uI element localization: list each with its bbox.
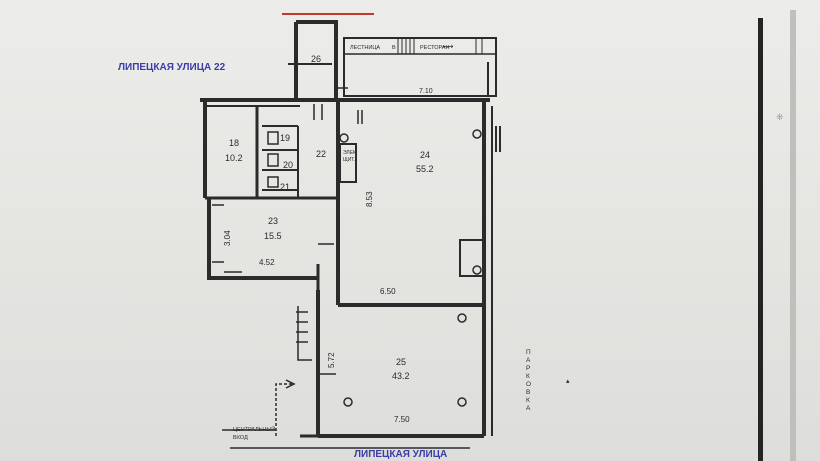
room-23-number: 23 (268, 216, 278, 226)
scrollbar-track[interactable] (790, 10, 796, 461)
dim-room25-height: 5.72 (327, 352, 336, 368)
dim-room23-height: 3.04 (223, 230, 232, 246)
entrance-label-1: ЦЕНТРАЛЬНЫЙ (233, 425, 275, 433)
dim-room25-width: 7.50 (394, 415, 410, 424)
stairs-to-label: В (392, 45, 396, 51)
room-23-area: 15.5 (264, 231, 282, 241)
street-top-label: ЛИПЕЦКАЯ УЛИЦА 22 (118, 62, 226, 73)
entrance-label-2: ВХОД (233, 435, 248, 441)
room-24-number: 24 (420, 150, 430, 160)
dim-room24-width: 6.50 (380, 287, 396, 296)
dim-corridor-length: 7.10 (419, 88, 433, 95)
arrow-right-icon: ⟶ (442, 42, 454, 51)
electrical-label-1: ЭЛЕК. (343, 150, 357, 156)
room-25-number: 25 (396, 357, 406, 367)
stairs-label: ЛЕСТНИЦА (350, 45, 380, 51)
screen-edge-line (758, 18, 763, 461)
room-18-area: 10.2 (225, 153, 243, 163)
room-19-number: 19 (280, 133, 290, 143)
resize-handle-icon[interactable]: ⁜ (776, 113, 784, 123)
walls (200, 20, 501, 449)
room-20-number: 20 (283, 160, 293, 170)
top-edge-mark (282, 13, 374, 15)
dimension-ticks (212, 87, 363, 375)
room-24-area: 55.2 (416, 164, 434, 174)
room-26-number: 26 (311, 54, 321, 64)
electrical-label-2: ЩИТ. (343, 157, 355, 163)
room-22-number: 22 (316, 149, 326, 159)
street-bottom-label: ЛИПЕЦКАЯ УЛИЦА (354, 449, 447, 460)
restaurant-label: РЕСТОРАН (420, 45, 449, 51)
room-21-number: 21 (280, 182, 290, 192)
dim-room23-width: 4.52 (259, 258, 275, 267)
cursor-mark-icon: ▴ (566, 377, 570, 385)
dim-room24-height: 8.53 (365, 191, 374, 207)
room-18-number: 18 (229, 138, 239, 148)
room-25-area: 43.2 (392, 371, 410, 381)
